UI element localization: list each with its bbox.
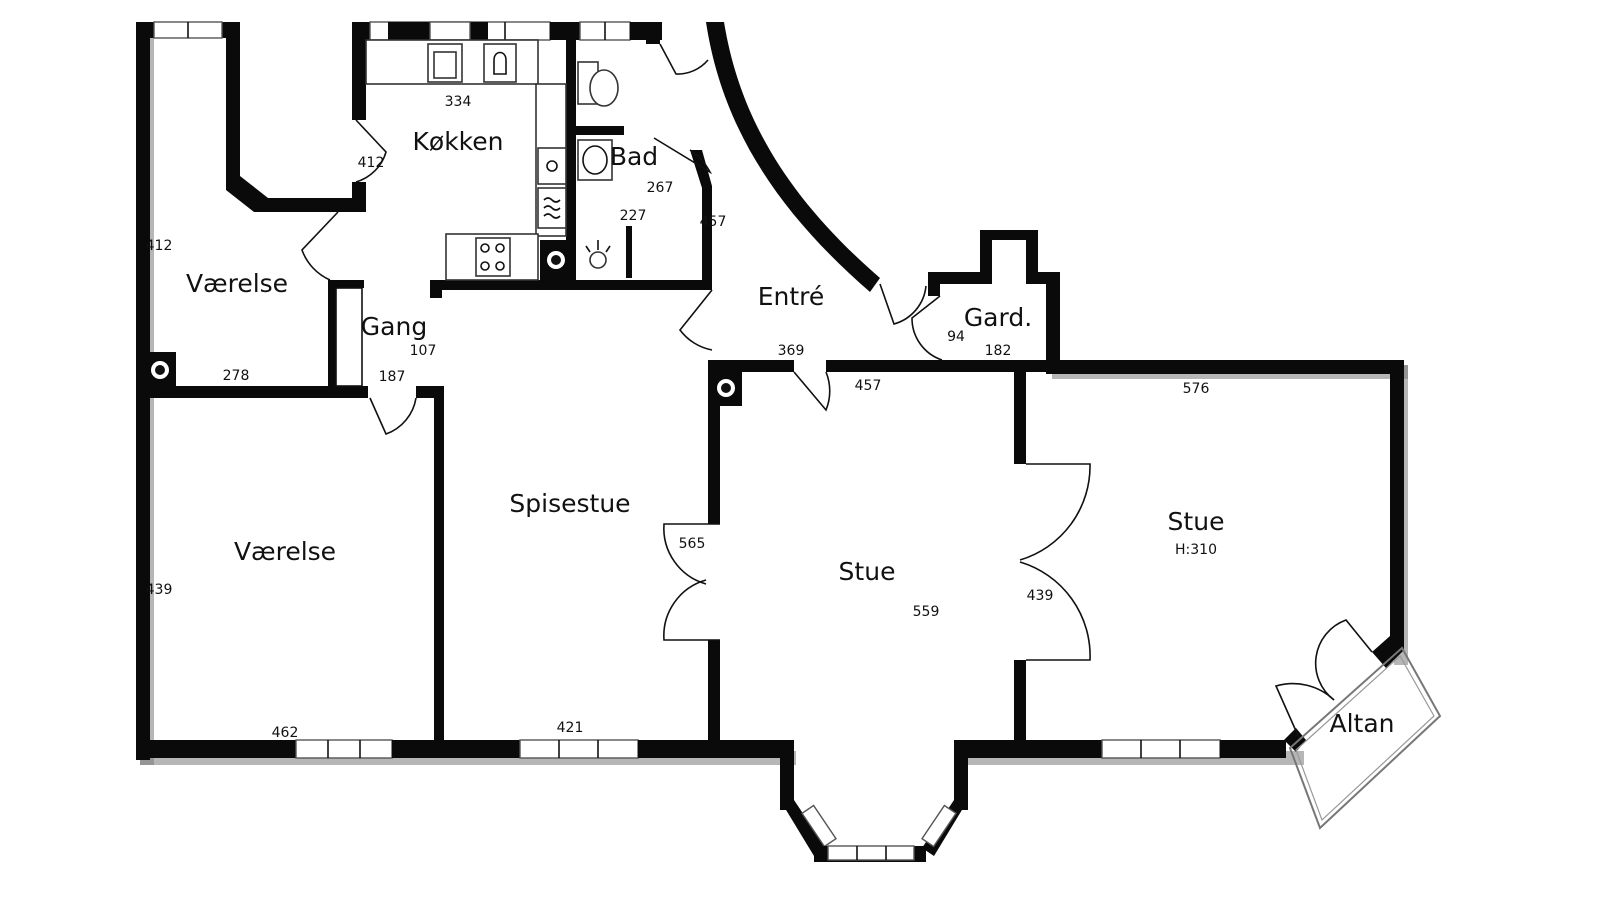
room-label-bad: Bad xyxy=(610,142,658,171)
dim-stue-right-top: 576 xyxy=(1183,381,1210,397)
room-label-vaerelse-bottom: Værelse xyxy=(234,537,336,566)
room-label-stue-mid: Stue xyxy=(839,557,896,586)
dim-gang-width: 107 xyxy=(410,343,437,359)
room-height-stue-right: H:310 xyxy=(1175,542,1217,558)
balcony xyxy=(1288,646,1442,830)
dim-vaerelse-top-height: 412 xyxy=(146,238,173,254)
doors xyxy=(301,43,1373,741)
dim-stue-mid-top: 457 xyxy=(855,378,882,394)
dimension-labels: 334 412 412 278 107 187 267 227 457 369 … xyxy=(146,94,1210,741)
kitchen-fixtures xyxy=(365,39,567,281)
room-labels: Køkken Bad Værelse Gang Entré Gard. Være… xyxy=(186,127,1395,738)
dim-gard-width: 94 xyxy=(947,329,965,345)
room-label-altan: Altan xyxy=(1329,709,1394,738)
dim-bad-width: 267 xyxy=(647,180,674,196)
dim-entre-side: 457 xyxy=(700,214,727,230)
room-label-gard: Gard. xyxy=(964,303,1032,332)
room-label-entre: Entré xyxy=(758,282,825,311)
dim-vaerelse-bottom-height: 439 xyxy=(146,582,173,598)
exterior-walls xyxy=(136,21,1404,862)
bath-fixtures xyxy=(577,61,632,278)
room-label-vaerelse-top: Værelse xyxy=(186,269,288,298)
dim-gang-length: 187 xyxy=(379,369,406,385)
dim-spisestue-width: 421 xyxy=(557,720,584,736)
chimneys xyxy=(144,240,742,406)
room-label-spisestue: Spisestue xyxy=(509,489,630,518)
dim-bad-height: 227 xyxy=(620,208,647,224)
dim-stue-right-height: 439 xyxy=(1027,588,1054,604)
room-label-gang: Gang xyxy=(361,312,427,341)
dim-vaerelse-bottom-width: 462 xyxy=(272,725,299,741)
room-label-kokken: Køkken xyxy=(413,127,504,156)
room-label-stue-right: Stue xyxy=(1168,507,1225,536)
dim-entre-width: 369 xyxy=(778,343,805,359)
dim-kitchen-width: 334 xyxy=(445,94,472,110)
dim-kitchen-side: 412 xyxy=(358,155,385,171)
dim-vaerelse-top-width: 278 xyxy=(223,368,250,384)
dim-stue-mid-width: 559 xyxy=(913,604,940,620)
dim-gard-length: 182 xyxy=(985,343,1012,359)
dim-spisestue-height: 565 xyxy=(679,536,706,552)
